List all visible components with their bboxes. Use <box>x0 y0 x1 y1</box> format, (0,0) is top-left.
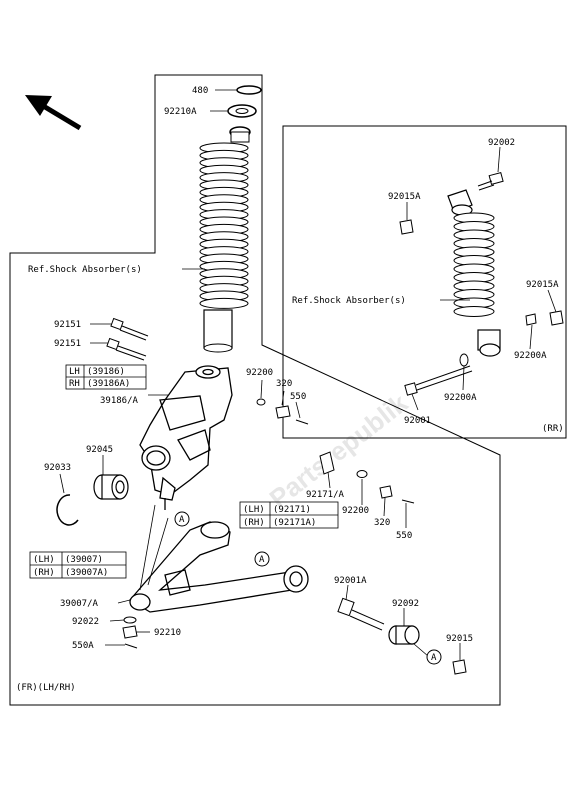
bearing-92045 <box>93 474 129 500</box>
callout-a-3: A <box>426 649 442 665</box>
label-ref-shock-front: Ref.Shock Absorber(s) <box>28 265 142 275</box>
label-92171A: 92171/A <box>306 490 345 500</box>
table-39007-lh-key: (LH) <box>33 555 55 565</box>
table-39007 <box>29 551 127 579</box>
hardware-92022-92210 <box>122 616 138 649</box>
table-92171-lh-key: (LH) <box>243 505 265 515</box>
label-92200-b: 92200 <box>342 506 369 516</box>
label-92210: 92210 <box>154 628 181 638</box>
label-550A: 550A <box>72 641 94 651</box>
nut-92015 <box>452 659 467 675</box>
label-480: 480 <box>192 86 208 96</box>
label-92015A-a: 92015A <box>388 192 421 202</box>
label-92002: 92002 <box>488 138 515 148</box>
table-39007-rh-val: (39007A) <box>65 568 108 578</box>
table-39186-rh-val: (39186A) <box>87 379 130 389</box>
rear-shock-absorber <box>447 189 501 357</box>
steering-knuckle <box>139 365 233 510</box>
label-92022: 92022 <box>72 617 99 627</box>
label-92015A-b: 92015A <box>526 280 559 290</box>
label-92001A: 92001A <box>334 576 367 586</box>
label-92200A-b: 92200A <box>444 393 477 403</box>
table-39186-lh-val: (39186) <box>87 367 125 377</box>
bush-92092 <box>388 625 420 645</box>
front-shock-absorber <box>199 85 262 353</box>
table-92171-lh-val: (92171) <box>273 505 311 515</box>
coil-ring <box>199 297 249 309</box>
table-39007-rh-key: (RH) <box>33 568 55 578</box>
leader-lines <box>59 89 557 660</box>
label-92200: 92200 <box>246 368 273 378</box>
label-320-b: 320 <box>374 518 390 528</box>
callout-a-label: A <box>179 515 185 525</box>
label-rr: (RR) <box>542 424 564 434</box>
label-92015: 92015 <box>446 634 473 644</box>
direction-arrow-icon <box>25 95 82 131</box>
label-92151-b: 92151 <box>54 339 81 349</box>
label-fr-lhrh: (FR)(LH/RH) <box>16 683 76 693</box>
bolt-92151 <box>106 317 149 361</box>
table-39186 <box>65 364 147 390</box>
label-550: 550 <box>290 392 306 402</box>
label-92151-a: 92151 <box>54 320 81 330</box>
bolt-92001A <box>337 597 385 631</box>
circlip-92033 <box>56 494 79 526</box>
callout-a-2: A <box>254 551 270 567</box>
label-550-b: 550 <box>396 531 412 541</box>
label-92045: 92045 <box>86 445 113 455</box>
table-92171 <box>239 501 339 529</box>
a-arm <box>129 521 309 613</box>
rear-group-frame <box>282 125 567 439</box>
table-39007-lh-val: (39007) <box>65 555 103 565</box>
label-92033: 92033 <box>44 463 71 473</box>
callout-a-label: A <box>259 555 265 565</box>
callout-a-1: A <box>174 511 190 527</box>
front-group-frame <box>9 74 501 706</box>
rear-hardware <box>399 171 564 396</box>
table-39186-lh-key: LH <box>69 367 80 377</box>
label-92210A: 92210A <box>164 107 197 117</box>
label-92092: 92092 <box>392 599 419 609</box>
table-39186-rh-key: RH <box>69 379 80 389</box>
coil-ring <box>453 306 495 317</box>
label-ref-shock-rear: Ref.Shock Absorber(s) <box>292 296 406 306</box>
table-92171-rh-val: (92171A) <box>273 518 316 528</box>
label-92001: 92001 <box>404 416 431 426</box>
table-92171-rh-key: (RH) <box>243 518 265 528</box>
label-39007A: 39007/A <box>60 599 99 609</box>
small-hardware-front <box>256 398 415 504</box>
label-39186A: 39186/A <box>100 396 139 406</box>
label-320: 320 <box>276 379 292 389</box>
label-92200A-a: 92200A <box>514 351 547 361</box>
callout-a-label: A <box>431 653 437 663</box>
